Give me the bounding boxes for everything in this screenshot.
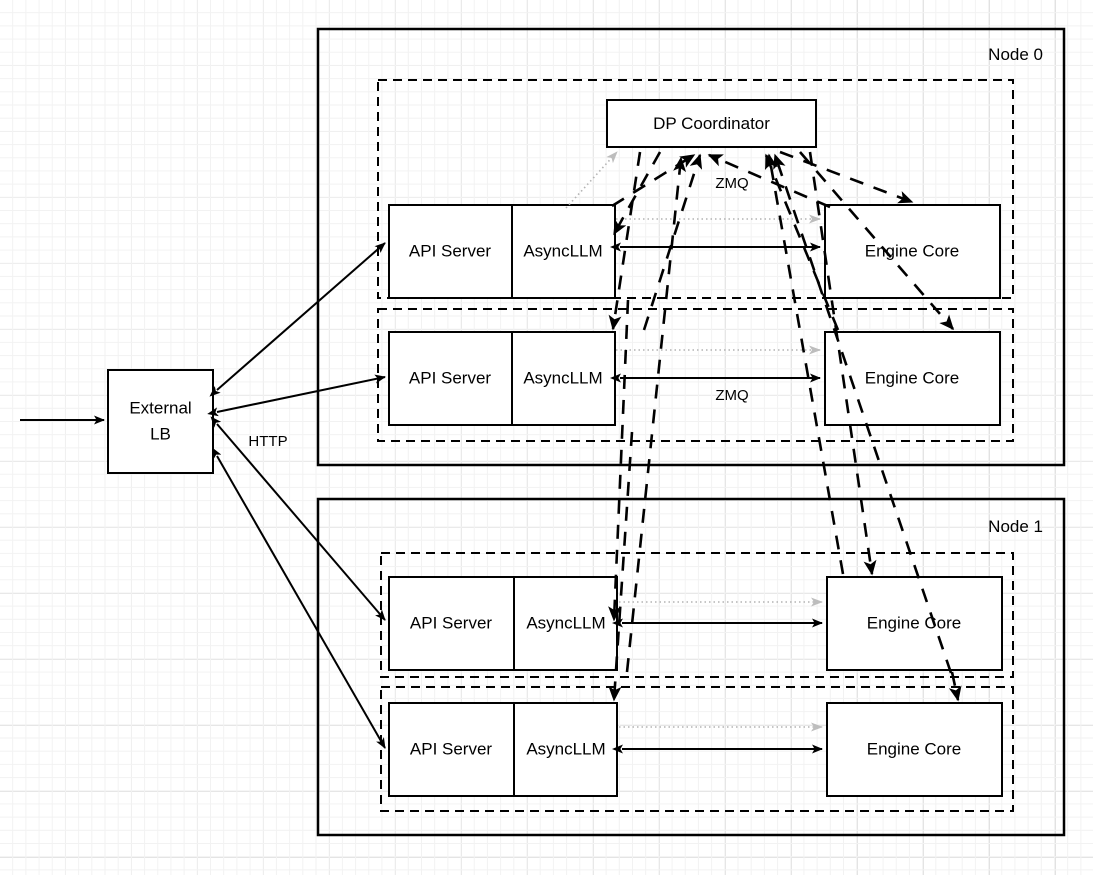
external-lb-label-line1: External [129,398,191,417]
lb-to-node1-replica0-http [210,416,386,621]
node0-replica0-dotted-asyncllm-to-coordinator [565,151,618,209]
node1-replica1-asyncllm-label: AsyncLLM [526,739,605,758]
zmq-label-bottom: ZMQ [715,387,748,404]
node0-replica1-enginecore-label: Engine Core [865,368,960,387]
node-0-label: Node 0 [988,45,1043,64]
coord-edge-to-n1r0-enginecore [808,151,877,576]
node-1-label: Node 1 [988,517,1043,536]
coord-edge-to-n0r1-asyncllm [608,151,642,331]
coord-edge-to-n1r0-asyncllm [608,299,630,622]
coord-edge-from-n1r1-enginecore [773,153,953,674]
dp-coordinator-box[interactable] [606,99,817,148]
lb-to-node1-replica1-http [212,447,386,749]
lb-to-node0-replica1-http [207,374,386,417]
node1-replica0-asyncllm-label: AsyncLLM [526,613,605,632]
node0-replica1-enginecore-box[interactable] [824,331,1001,426]
node0-replica0-apiserver-box[interactable] [388,204,616,299]
external-lb-box[interactable] [107,369,214,474]
node0-replica0-enginecore-box[interactable] [824,204,1001,299]
http-label: HTTP [248,433,287,450]
node0-replica0-group [377,79,1014,299]
node1-replica1-apiserver-label: API Server [410,739,493,758]
node1-replica0-group [380,552,1014,678]
coord-edge-to-n1r1-enginecore [948,671,962,702]
node1-replica1-enginecore-box[interactable] [826,702,1003,797]
dp-coordinator-label: DP Coordinator [653,114,770,133]
lb-to-node0-replica0-http [209,242,386,397]
node0-replica1-group [377,308,1014,442]
external-lb-label-line2: LB [150,424,171,443]
node0-replica0-asyncllm-label: AsyncLLM [523,241,602,260]
node0-replica1-asyncllm-label: AsyncLLM [523,368,602,387]
node1-replica0-apiserver-box[interactable] [388,576,618,671]
coord-edge-to-n0r0-asyncllm [612,151,662,236]
node1-replica0-enginecore-label: Engine Core [867,613,962,632]
node1-replica1-group [380,686,1014,812]
node1-replica0-enginecore-box[interactable] [826,576,1003,671]
node0-replica0-enginecore-label: Engine Core [865,241,960,260]
node1-replica0-apiserver-label: API Server [410,613,493,632]
coord-edge-from-n0r1-enginecore [764,153,840,331]
coord-edge-to-n0r1-enginecore [799,151,954,331]
node0-replica1-apiserver-label: API Server [409,368,492,387]
coord-edge-from-n1r0-asyncllm [625,156,687,673]
node1-replica1-enginecore-label: Engine Core [867,739,962,758]
coord-edge-from-n0r1-asyncllm [642,153,703,331]
coord-edge-from-n1r0-enginecore [764,153,845,575]
node0-replica1-apiserver-box[interactable] [388,331,616,426]
node0-replica0-apiserver-label: API Server [409,241,492,260]
coord-edge-from-n0r0-enginecore [707,153,831,209]
zmq-label-top: ZMQ [715,175,748,192]
coord-edge-to-n1r1-asyncllm [608,431,634,702]
